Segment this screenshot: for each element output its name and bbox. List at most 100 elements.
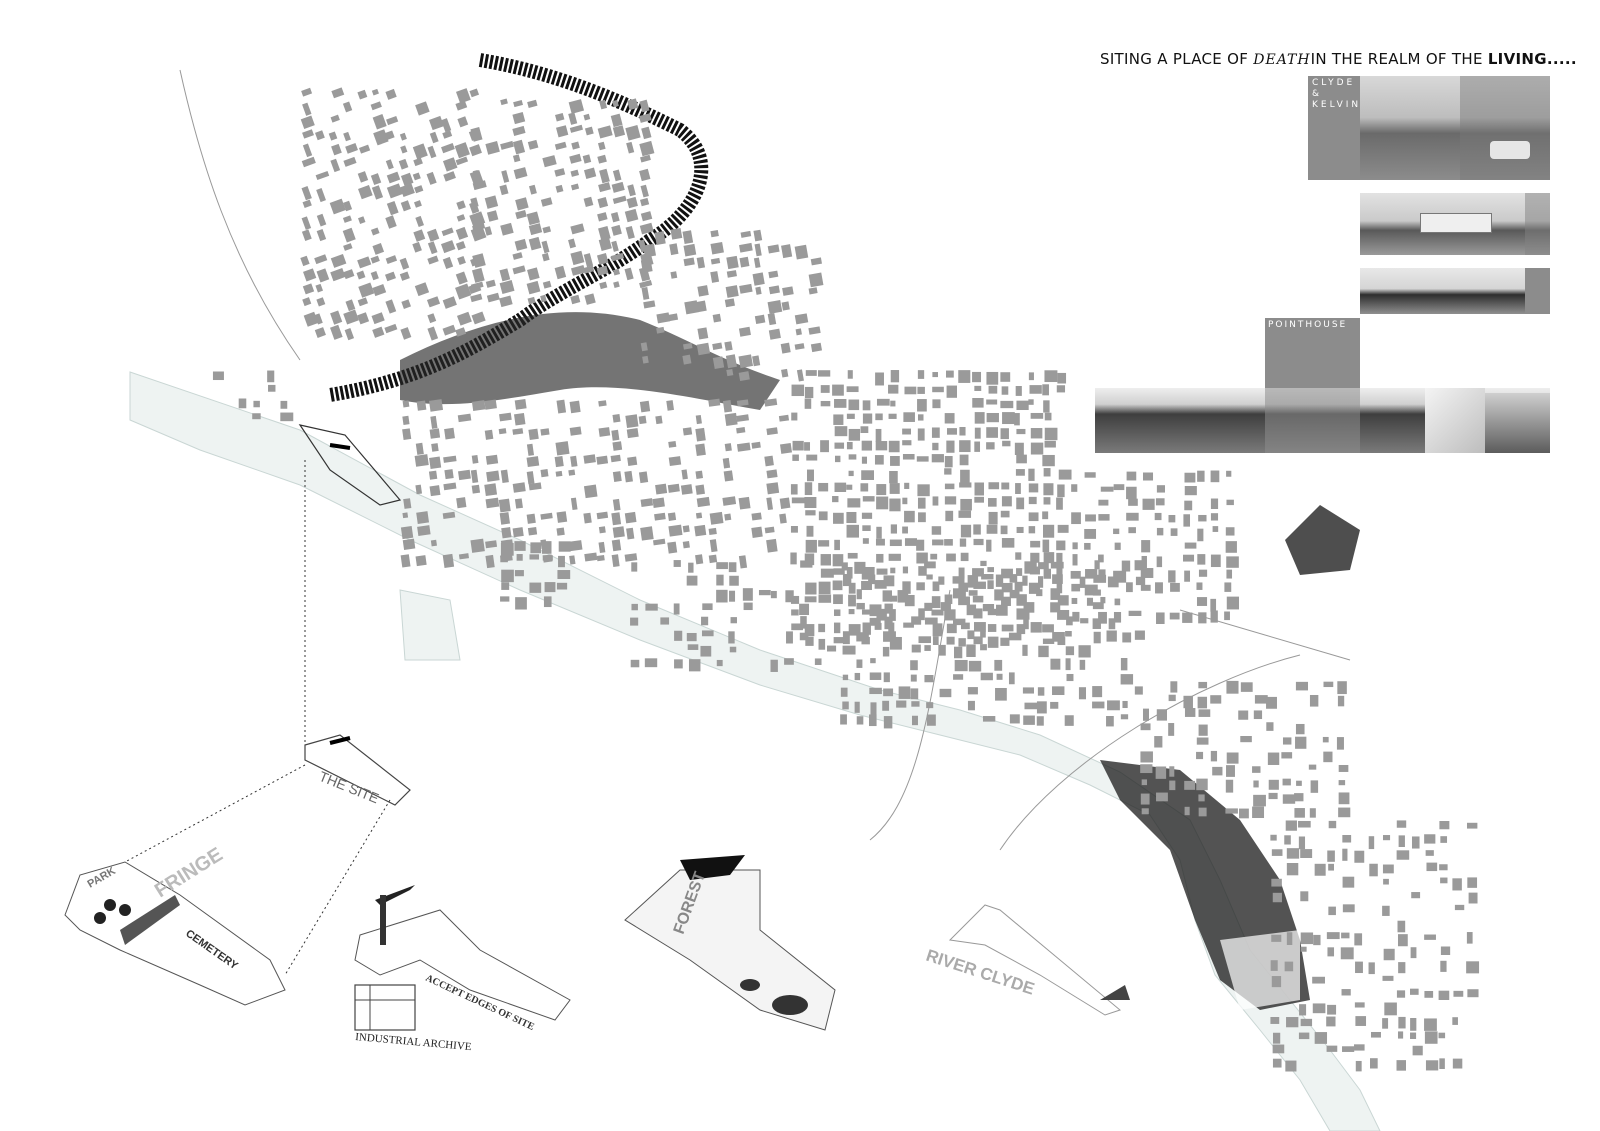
building xyxy=(499,184,509,196)
building xyxy=(1056,540,1066,551)
building xyxy=(1001,568,1013,579)
building xyxy=(1071,512,1081,525)
building xyxy=(1140,793,1150,805)
building xyxy=(500,596,510,602)
building xyxy=(526,513,536,524)
building xyxy=(385,299,397,314)
building xyxy=(527,139,539,150)
building xyxy=(624,553,638,562)
building xyxy=(569,426,582,436)
building xyxy=(1042,454,1055,467)
building xyxy=(795,328,802,336)
building xyxy=(1015,385,1022,396)
panel-label-kelvin: KELVIN xyxy=(1312,100,1362,110)
building xyxy=(1028,582,1040,594)
building xyxy=(846,386,859,393)
building xyxy=(1226,680,1239,694)
building xyxy=(736,399,749,407)
building xyxy=(498,428,507,435)
building xyxy=(583,265,595,274)
building xyxy=(427,228,440,242)
building xyxy=(413,229,426,242)
building xyxy=(697,327,709,340)
site-enlarged[interactable] xyxy=(304,734,411,806)
building xyxy=(1008,672,1015,685)
building xyxy=(1323,681,1334,688)
leader-line xyxy=(284,799,391,976)
building xyxy=(1210,610,1218,623)
building xyxy=(612,125,626,138)
building xyxy=(682,354,692,365)
photo-riverside-shed[interactable] xyxy=(1360,193,1550,255)
building xyxy=(1170,681,1178,693)
building xyxy=(806,469,814,482)
building xyxy=(500,98,508,106)
building xyxy=(1300,932,1314,945)
building xyxy=(1001,482,1010,490)
building xyxy=(805,582,817,595)
building xyxy=(766,469,778,479)
building xyxy=(484,399,497,410)
building xyxy=(331,87,345,99)
photo-river-panorama[interactable] xyxy=(1360,268,1550,314)
building xyxy=(752,355,761,367)
building xyxy=(818,482,829,492)
building xyxy=(712,313,722,323)
building xyxy=(385,215,397,229)
building xyxy=(926,702,934,709)
building xyxy=(1398,835,1405,847)
building xyxy=(1030,552,1040,563)
building xyxy=(1225,541,1237,553)
building xyxy=(302,129,314,139)
building xyxy=(1440,836,1448,843)
building xyxy=(1001,624,1014,632)
building xyxy=(840,714,847,725)
building xyxy=(639,197,650,207)
building xyxy=(1312,1003,1326,1014)
building xyxy=(1253,780,1259,788)
building xyxy=(457,413,472,423)
building xyxy=(883,688,894,697)
building xyxy=(316,297,326,307)
building xyxy=(973,524,981,535)
building xyxy=(358,282,375,298)
building xyxy=(800,560,813,568)
building xyxy=(724,443,732,452)
building xyxy=(1309,808,1316,818)
building xyxy=(1382,975,1394,981)
building xyxy=(1154,512,1162,521)
building xyxy=(695,443,706,457)
building xyxy=(882,590,892,602)
building xyxy=(472,169,481,181)
photo-clyde-kelvin[interactable] xyxy=(1360,76,1550,180)
building xyxy=(1253,794,1266,807)
building xyxy=(1440,946,1451,955)
building xyxy=(1170,582,1180,592)
building xyxy=(1001,386,1009,395)
building xyxy=(1057,609,1070,620)
building xyxy=(917,386,925,394)
building xyxy=(414,282,430,297)
building xyxy=(674,630,683,641)
building xyxy=(402,538,416,551)
dock-basin xyxy=(399,589,461,661)
building xyxy=(569,124,583,133)
building xyxy=(848,454,857,460)
building xyxy=(512,139,526,155)
building xyxy=(1452,878,1462,891)
building xyxy=(862,622,871,635)
building xyxy=(1022,644,1028,656)
building xyxy=(987,567,995,573)
site-outline[interactable] xyxy=(298,424,402,506)
building xyxy=(611,539,622,552)
building xyxy=(883,716,893,729)
building xyxy=(1425,850,1434,856)
building xyxy=(415,484,423,495)
building xyxy=(1037,687,1045,696)
building xyxy=(400,327,412,340)
building xyxy=(1071,583,1081,592)
photo-pointhouse-panorama[interactable] xyxy=(1095,388,1550,453)
building xyxy=(738,326,751,337)
building xyxy=(441,227,454,237)
